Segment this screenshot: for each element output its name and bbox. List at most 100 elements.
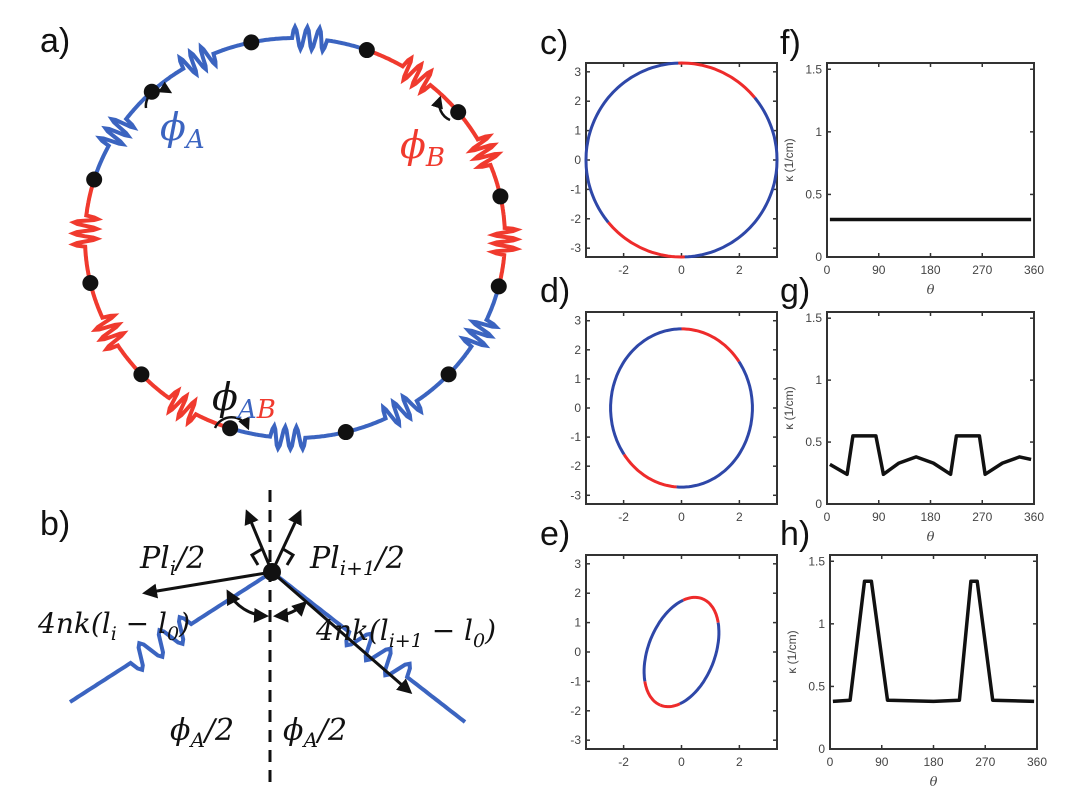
- spring-segment-a: [447, 285, 501, 376]
- curve-segment-blue: [609, 327, 682, 408]
- node-dot: [492, 188, 509, 205]
- curvature-line: [832, 579, 1035, 704]
- curve-segment-blue: [684, 96, 779, 259]
- node-dot: [490, 278, 507, 295]
- y-tick-label: -1: [570, 182, 581, 196]
- x-axis-label: θ: [930, 775, 938, 790]
- node-dot: [450, 104, 467, 121]
- force-arrow-pl-i1: [270, 509, 302, 573]
- curve-segment-red: [622, 453, 677, 489]
- angle-arrow-half-right: [273, 600, 308, 623]
- y-tick-label: 1: [574, 124, 581, 138]
- y-tick-label: 0: [815, 497, 822, 511]
- y-tick-label: -3: [570, 488, 581, 502]
- y-tick-label: 1.5: [805, 311, 822, 325]
- y-tick-label: -2: [570, 459, 581, 473]
- curve-segment-red: [678, 61, 756, 99]
- plot-frame: [585, 311, 778, 505]
- x-tick-label: 0: [824, 510, 831, 524]
- label-spring-force-i1: 4nk(li+1 − l0): [315, 614, 496, 652]
- curve-segment-blue: [642, 598, 684, 682]
- label-half-angle-left: ϕA/2: [170, 713, 234, 752]
- y-tick-label: 1: [815, 125, 822, 139]
- label-pl-i-half: Pli/2: [139, 541, 205, 580]
- angle-arrow-phi-b: [431, 95, 451, 122]
- x-tick-label: 2: [736, 510, 743, 524]
- panel-label-g: g): [780, 272, 810, 310]
- x-axis-label: θ: [927, 530, 935, 545]
- curve-segment-blue: [676, 360, 754, 489]
- label-spring-force-i: 4nk(li − l0): [37, 607, 190, 645]
- spring-segment-b: [366, 48, 460, 114]
- x-tick-label: 90: [872, 510, 886, 524]
- panel-label-h: h): [780, 515, 810, 553]
- curve-segment-red: [643, 681, 661, 707]
- y-tick-label: 1.5: [808, 554, 825, 568]
- x-tick-label: 0: [827, 755, 834, 769]
- spring-segment-b: [88, 282, 143, 376]
- label-phi-ab: ϕAB: [212, 375, 276, 425]
- spring-right: [270, 570, 467, 724]
- curve-segment-blue: [584, 61, 679, 161]
- spring-segment-a: [92, 90, 154, 181]
- curvature-line: [829, 434, 1032, 477]
- plot-frame: [585, 554, 778, 750]
- y-tick-label: -2: [570, 212, 581, 226]
- x-tick-label: 270: [972, 263, 992, 277]
- label-phi-b: ϕB: [400, 123, 445, 173]
- x-tick-label: 0: [678, 755, 685, 769]
- x-tick-label: -2: [618, 263, 629, 277]
- angle-arrows: [144, 81, 451, 431]
- node-dot: [358, 42, 375, 59]
- y-tick-label: 0: [818, 742, 825, 756]
- label-pl-i1-half: Pli+1/2: [309, 541, 405, 580]
- curve-segment-red: [607, 221, 685, 259]
- y-tick-label: -2: [570, 704, 581, 718]
- y-tick-label: 0: [815, 250, 822, 264]
- x-tick-label: -2: [618, 510, 629, 524]
- label-phi-a: ϕA: [160, 105, 205, 155]
- curve-segment-red: [682, 595, 720, 623]
- plot-frame: [829, 554, 1038, 750]
- x-axis-label: θ: [927, 283, 935, 298]
- x-tick-label: 0: [824, 263, 831, 277]
- x-tick-label: 180: [920, 510, 940, 524]
- y-tick-label: 3: [574, 65, 581, 79]
- force-arrow-spring-i: [142, 570, 273, 599]
- spring-segment-b: [68, 178, 104, 284]
- x-tick-label: -2: [618, 755, 629, 769]
- node-dot: [263, 563, 281, 581]
- curve-segment-blue: [609, 408, 626, 456]
- y-tick-label: 2: [574, 586, 581, 600]
- spring-segment-a: [150, 40, 252, 94]
- x-tick-label: 180: [920, 263, 940, 277]
- x-tick-label: 270: [972, 510, 992, 524]
- node-dot: [82, 274, 99, 291]
- x-tick-label: 0: [678, 263, 685, 277]
- panel-label-f: f): [780, 24, 801, 62]
- node-dot: [222, 420, 239, 437]
- y-axis-label: κ (1/cm): [785, 630, 799, 673]
- curve-segment-blue: [679, 622, 721, 706]
- x-tick-label: 2: [736, 755, 743, 769]
- spring-ring-diagram: [68, 22, 523, 454]
- y-tick-label: 0: [574, 645, 581, 659]
- spring-segment-a: [250, 22, 368, 56]
- node-dot: [143, 83, 160, 100]
- curve-segment-red: [681, 327, 741, 363]
- node-dot: [337, 424, 354, 441]
- x-tick-label: 90: [875, 755, 889, 769]
- right-angle-mark-left: [249, 547, 263, 566]
- node-dot: [243, 34, 260, 51]
- plot-frame: [826, 311, 1035, 505]
- x-tick-label: 270: [975, 755, 995, 769]
- x-tick-label: 90: [872, 263, 886, 277]
- y-axis-label: κ (1/cm): [782, 138, 796, 181]
- panel-label-a: a): [40, 22, 70, 60]
- force-diagram: [68, 490, 467, 785]
- angle-arrow-phi-a: [144, 81, 173, 109]
